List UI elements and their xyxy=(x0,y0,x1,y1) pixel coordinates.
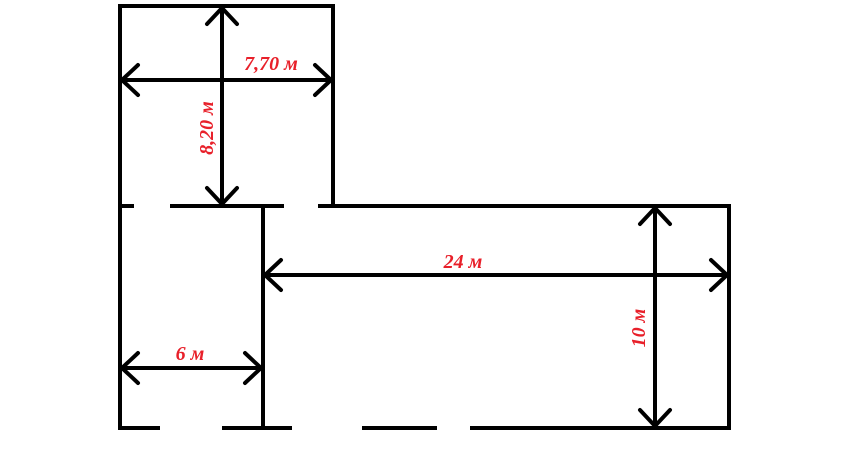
arrow-right-icon xyxy=(243,351,263,385)
arrow-up-icon xyxy=(638,206,672,226)
label-small-room-height: 8,20 м xyxy=(196,101,218,155)
arrow-right-icon xyxy=(709,258,729,292)
dimension-lower-room-width xyxy=(120,351,263,385)
label-small-room-width: 7,70 м xyxy=(244,53,298,75)
dimension-hall-depth xyxy=(638,206,672,428)
upper-room-walls xyxy=(118,4,335,206)
label-corridor-length: 24 м xyxy=(443,251,483,273)
arrow-left-icon xyxy=(263,258,283,292)
label-hall-depth: 10 м xyxy=(628,308,650,347)
arrow-right-icon xyxy=(313,63,333,97)
arrow-down-icon xyxy=(638,408,672,428)
label-lower-room-width: 6 м xyxy=(176,343,205,365)
dimension-corridor-length xyxy=(263,258,729,292)
dimension-small-room-width xyxy=(120,63,333,97)
arrow-up-icon xyxy=(205,6,239,26)
lower-walls xyxy=(118,204,731,430)
arrow-down-icon xyxy=(205,186,239,206)
arrow-left-icon xyxy=(120,351,140,385)
dimension-small-room-height xyxy=(205,6,239,206)
arrow-left-icon xyxy=(120,63,140,97)
